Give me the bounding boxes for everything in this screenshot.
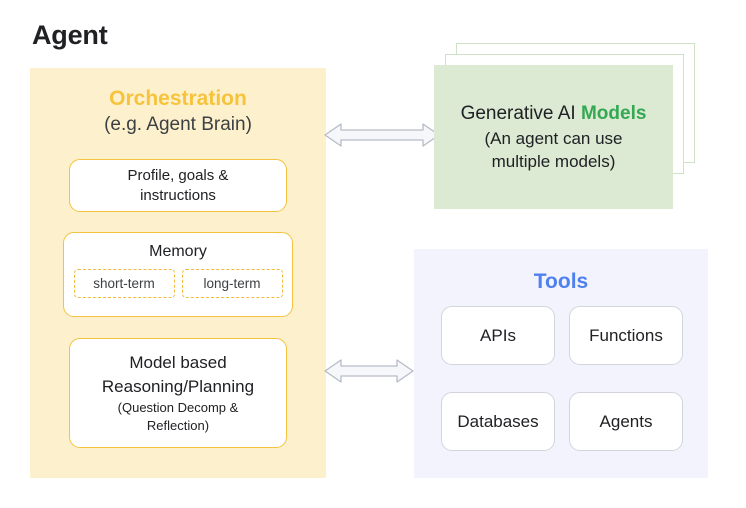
memory-chip-row: short-term long-term: [73, 269, 283, 298]
memory-card-title: Memory: [149, 243, 207, 260]
model-based-reasoning-card[interactable]: Model based Reasoning/Planning (Question…: [69, 338, 287, 448]
models-title-accent: Models: [580, 103, 647, 124]
memory-card[interactable]: Memory short-term long-term: [63, 232, 293, 317]
memory-chip-long-term[interactable]: long-term: [181, 269, 283, 298]
tools-grid: APIs Functions Databases Agents: [441, 306, 683, 451]
orchestration-to-tools-arrow-icon: [324, 355, 414, 392]
tools-heading: Tools: [533, 270, 589, 293]
reasoning-card-sub-2: Reflection): [146, 418, 210, 433]
models-title-prefix: Generative AI: [460, 103, 581, 124]
profile-card-line-1: Profile, goals &: [127, 166, 229, 184]
tool-card-agents[interactable]: Agents: [569, 392, 683, 451]
orchestration-subheading: (e.g. Agent Brain): [104, 114, 252, 135]
orchestration-panel: Orchestration (e.g. Agent Brain) Profile…: [30, 68, 326, 478]
memory-chip-short-term[interactable]: short-term: [73, 269, 175, 298]
reasoning-card-line-1: Model based: [129, 353, 227, 372]
reasoning-card-sub-1: (Question Decomp &: [117, 400, 239, 415]
models-card-front[interactable]: Generative AI Models (An agent can use m…: [434, 65, 673, 209]
profile-card-line-2: instructions: [140, 186, 216, 204]
models-card-sub-2: multiple models): [491, 152, 616, 171]
models-card-title: Generative AI Models: [461, 101, 647, 127]
models-card-sub-1: (An agent can use: [484, 129, 623, 148]
tool-card-databases[interactable]: Databases: [441, 392, 555, 451]
orchestration-heading: Orchestration: [109, 87, 247, 110]
tools-panel: Tools APIs Functions Databases Agents: [414, 249, 708, 478]
orchestration-to-models-arrow-icon: [324, 119, 440, 156]
profile-goals-instructions-card[interactable]: Profile, goals & instructions: [69, 159, 287, 212]
reasoning-card-line-2: Reasoning/Planning: [101, 377, 255, 396]
tool-card-apis[interactable]: APIs: [441, 306, 555, 365]
page-title: Agent: [32, 20, 108, 50]
tool-card-functions[interactable]: Functions: [569, 306, 683, 365]
